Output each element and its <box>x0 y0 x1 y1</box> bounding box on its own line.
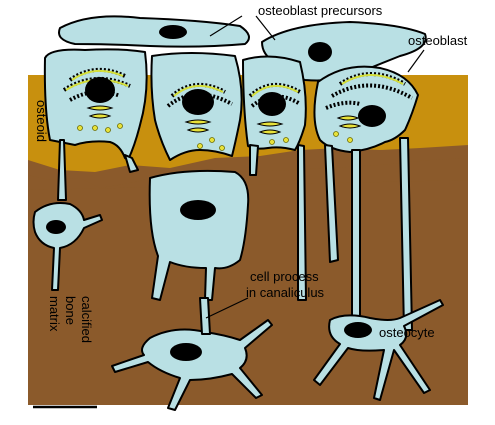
osteoblast-nucleus <box>182 89 214 115</box>
osteoblast-nucleus <box>258 92 286 116</box>
osteoblast-nucleus <box>358 105 386 127</box>
golgi-icon <box>88 106 112 110</box>
golgi-icon <box>260 130 280 134</box>
label-osteoblast-precursors: osteoblast precursors <box>258 3 383 18</box>
osteocyte-nucleus <box>170 343 202 361</box>
golgi-icon <box>258 122 282 126</box>
label-osteoblast: osteoblast <box>408 33 468 48</box>
cell-process <box>352 150 360 320</box>
svg-text:bone: bone <box>63 296 78 325</box>
label-osteocyte: osteocyte <box>379 325 435 340</box>
precursor-nucleus <box>159 25 187 39</box>
svg-text:matrix: matrix <box>47 296 62 332</box>
svg-text:cell process: cell process <box>250 269 319 284</box>
label-osteoid: osteoid <box>34 100 49 142</box>
golgi-icon <box>188 128 208 132</box>
osteocyte-nucleus <box>344 322 372 338</box>
golgi-icon <box>186 120 210 124</box>
label-cell-process-in-canaliculus: cell process in canaliculus <box>246 269 325 300</box>
cell-process <box>250 145 258 175</box>
golgi-icon <box>90 114 110 118</box>
golgi-icon <box>340 124 360 128</box>
cell-process <box>200 298 210 334</box>
svg-text:calcified: calcified <box>79 296 94 343</box>
golgi-icon <box>338 116 358 120</box>
osteoblast-precursor-cell <box>59 16 249 46</box>
osteocyte-nucleus <box>180 200 216 220</box>
osteocyte-nucleus <box>46 220 66 234</box>
svg-text:in canaliculus: in canaliculus <box>246 285 325 300</box>
cell-process <box>58 140 66 200</box>
osteoblast-nucleus <box>85 77 115 103</box>
leader-line-precursors <box>256 16 275 40</box>
precursor-nucleus <box>308 42 332 62</box>
